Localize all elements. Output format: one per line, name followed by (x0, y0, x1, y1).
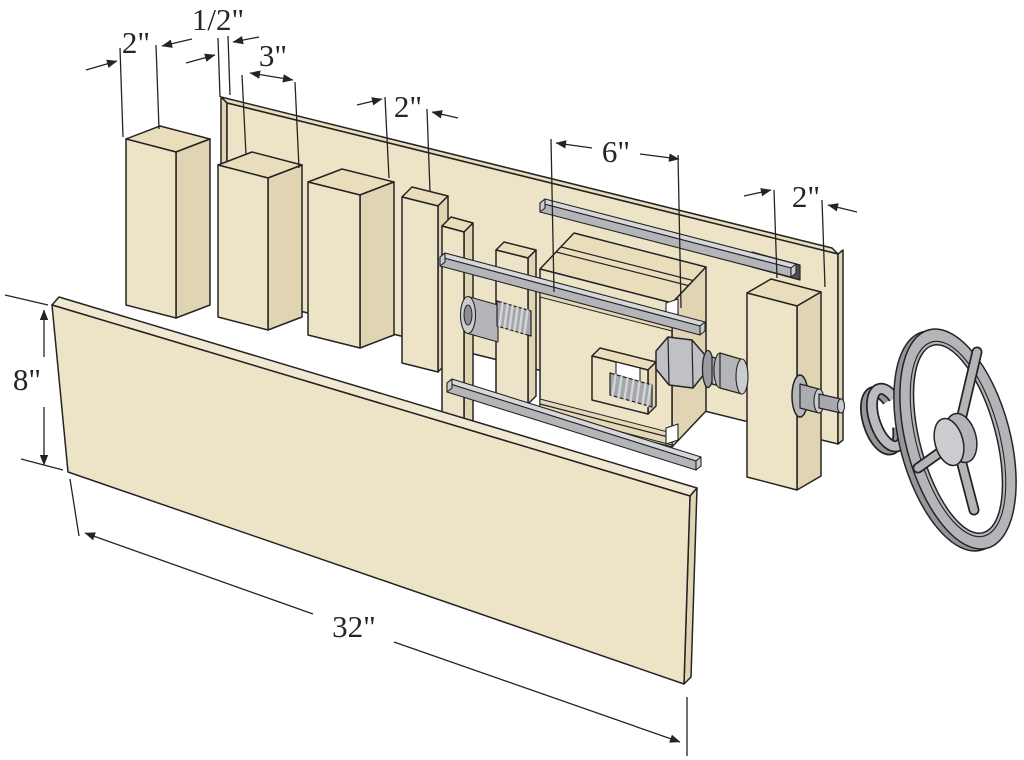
upright-block-4 (401, 186, 449, 373)
dim-front-board-length: 32" (69, 478, 688, 756)
dim-label: 8" (13, 362, 41, 397)
end-block (746, 278, 822, 491)
dim-third-block-width: 2" (356, 89, 459, 193)
handwheel (893, 328, 1017, 552)
upright-block-3 (307, 168, 395, 349)
screw-collar (459, 295, 499, 343)
jaw-notch-lower (665, 423, 679, 445)
bushing (713, 352, 749, 395)
shaft-bushing (791, 374, 846, 418)
dim-label: 2" (122, 25, 150, 60)
dim-label: 3" (259, 38, 287, 73)
dimensions-layer: 2" 1/2" 3" 2" 6" (4, 2, 858, 756)
guide-strip-left (441, 216, 474, 463)
upright-block-1 (125, 125, 211, 319)
dim-spacer-block-width: 3" (241, 38, 300, 169)
threaded-rod-left (496, 300, 532, 337)
upright-block-2 (217, 151, 303, 331)
handwheel-hub (933, 412, 978, 467)
dim-jaw-block-width: 6" (550, 134, 682, 309)
threaded-rod-right (609, 372, 653, 408)
dim-label: 6" (602, 134, 630, 169)
steel-rail-top (539, 198, 797, 278)
dim-end-block-width: 2" (743, 179, 858, 288)
dim-label: 1/2" (192, 2, 244, 37)
dim-back-board-thickness: 1/2" (185, 2, 260, 98)
steel-rail-bottom (446, 378, 702, 471)
dim-front-board-height: 8" (4, 294, 64, 471)
dim-label: 32" (332, 609, 376, 644)
dim-label: 2" (792, 179, 820, 214)
steel-rail-middle (439, 252, 706, 336)
dim-label: 2" (394, 89, 422, 124)
dim-front-block-width: 2" (85, 25, 193, 138)
front-board (51, 296, 698, 685)
